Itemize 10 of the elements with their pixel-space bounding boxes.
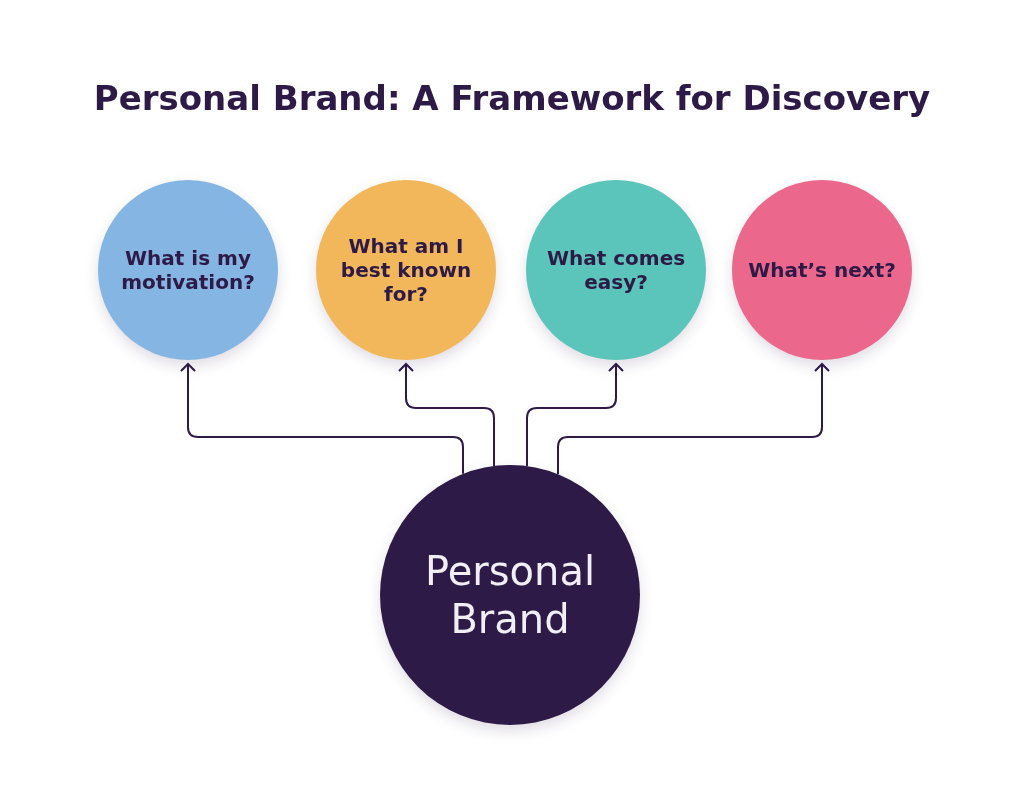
node-text: What comes easy?	[545, 246, 687, 294]
node-text: Personal Brand	[423, 547, 596, 643]
arrow	[398, 363, 495, 467]
node-text: What’s next?	[747, 258, 897, 282]
node-text: What is my motivation?	[120, 246, 256, 294]
node-text: What am I best known for?	[339, 234, 473, 306]
arrow	[557, 363, 830, 476]
title: Personal Brand: A Framework for Discovery	[92, 78, 932, 118]
arrow	[526, 363, 624, 468]
arrow	[180, 363, 464, 475]
